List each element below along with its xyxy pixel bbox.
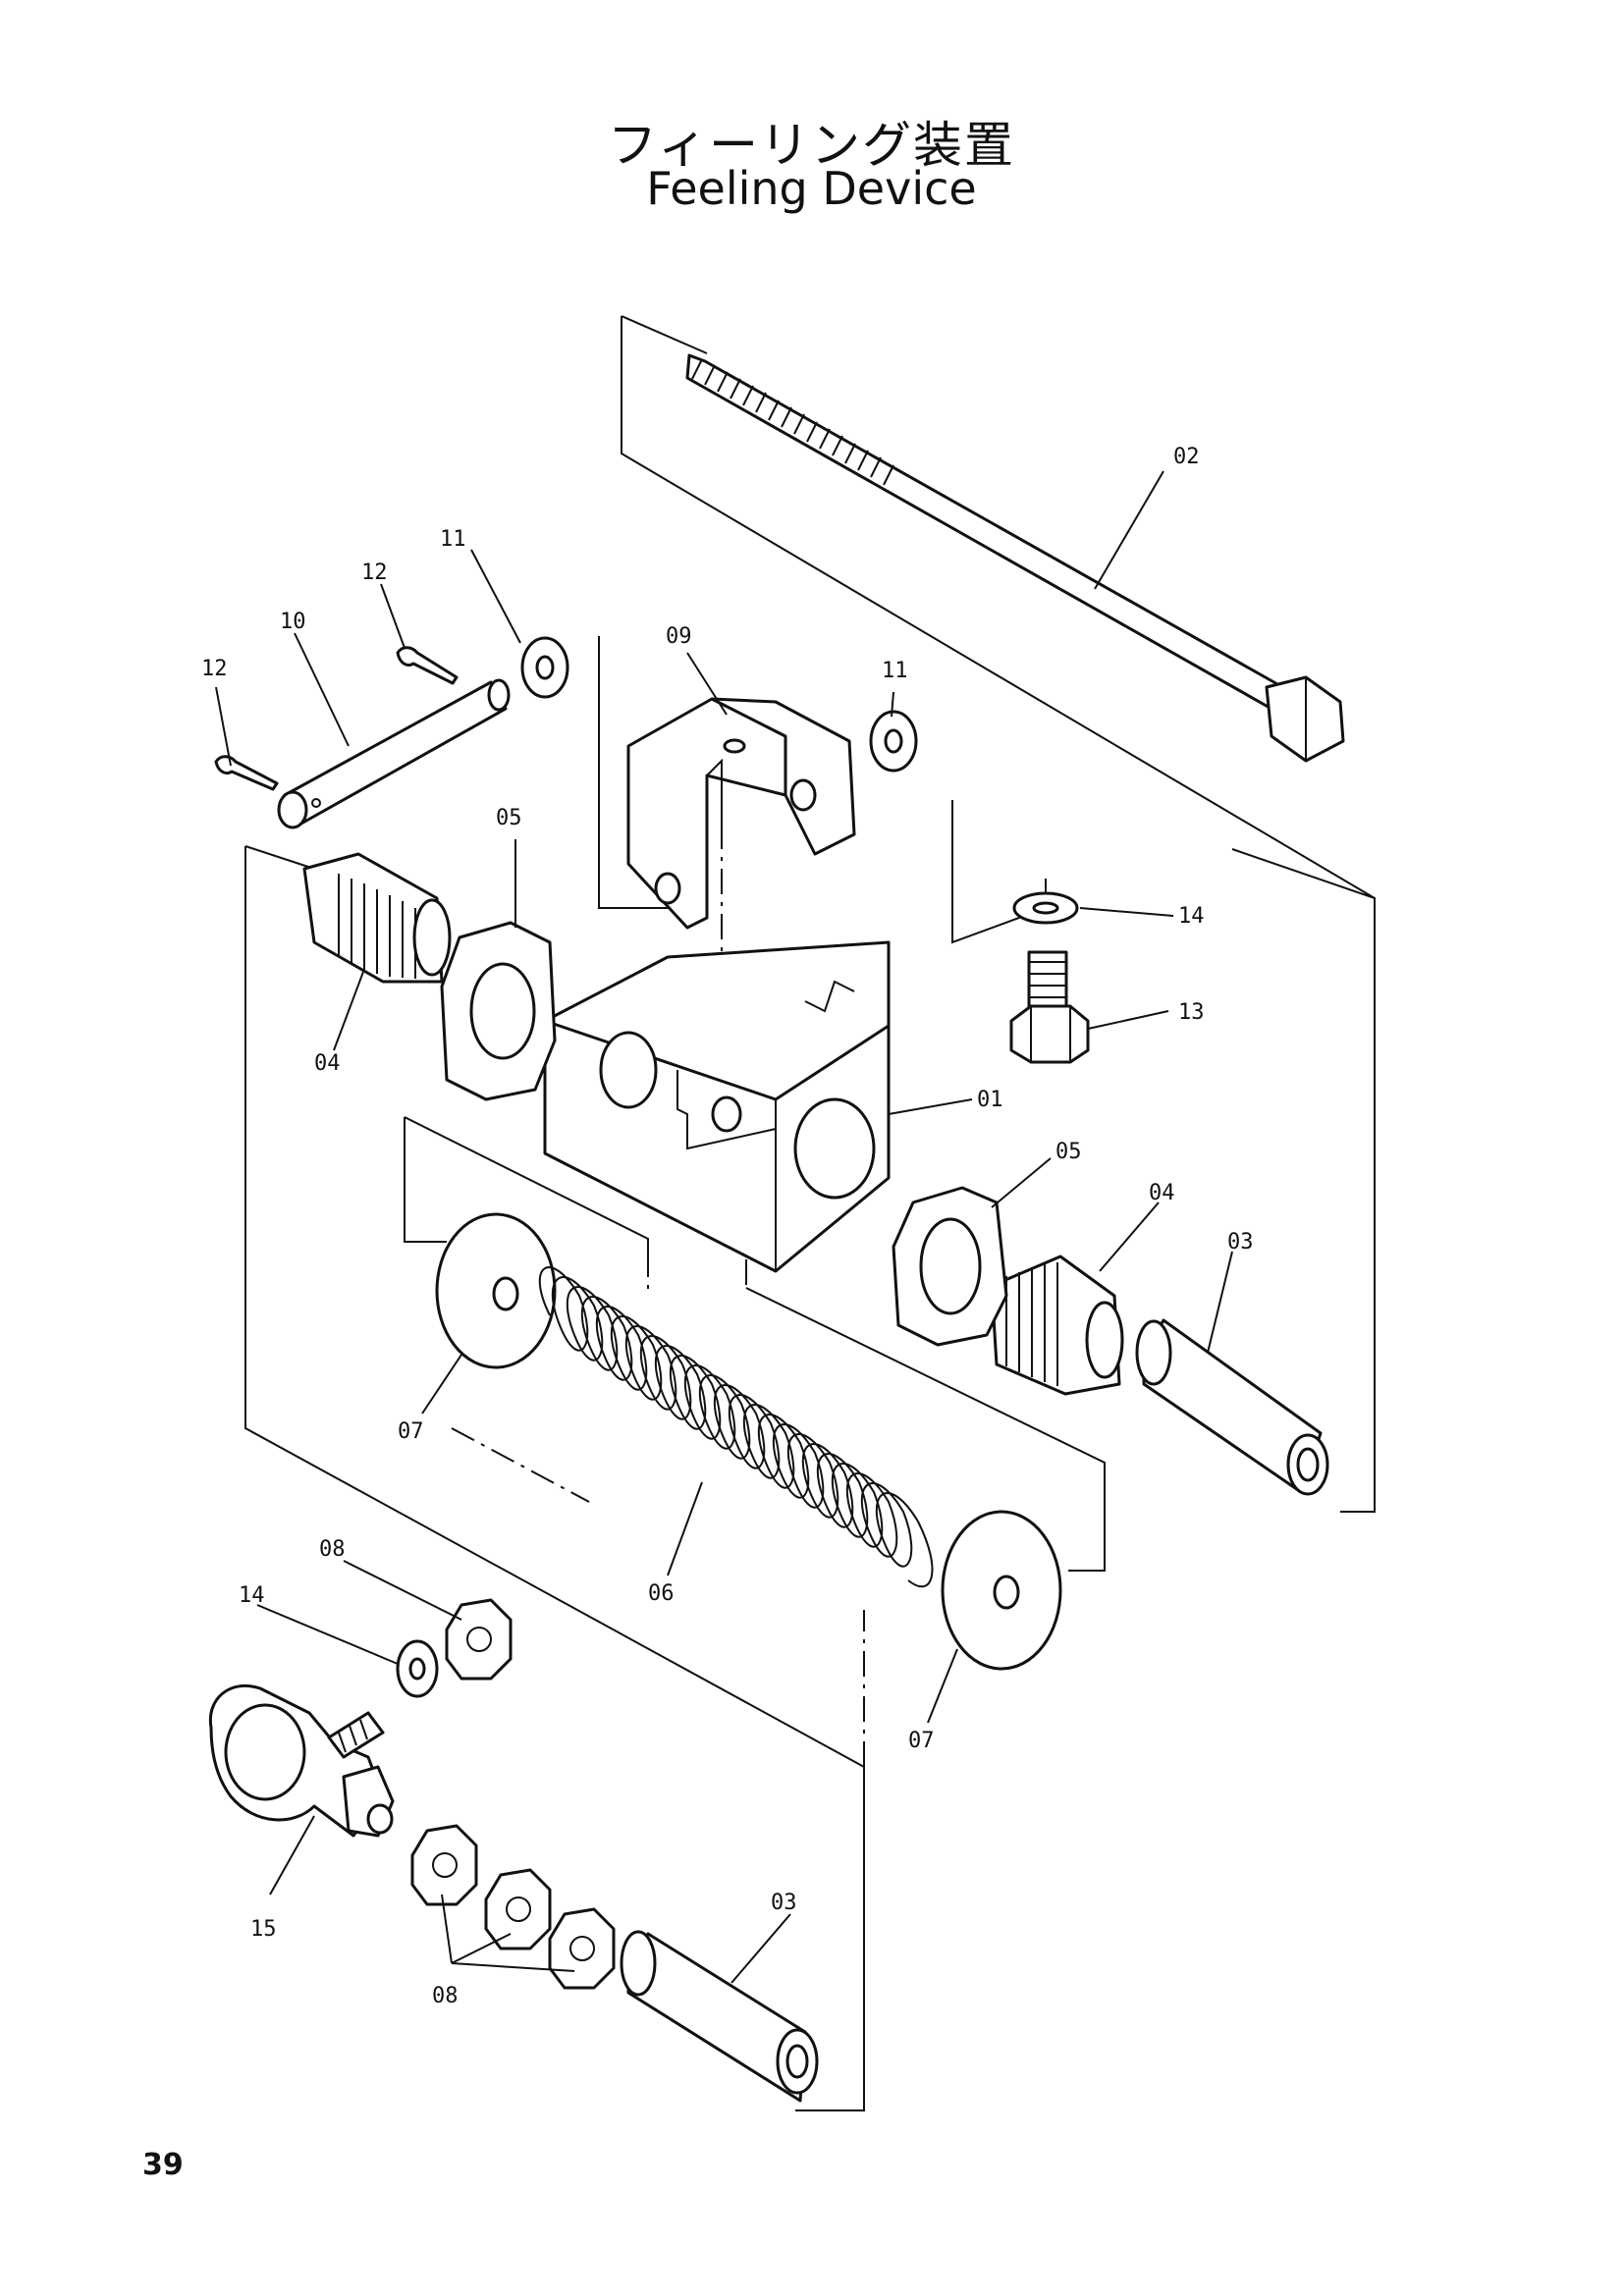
spring-seat-part-07-lower	[941, 1510, 1062, 1671]
callout-13: 13	[1178, 1000, 1205, 1025]
callout-14-upper: 14	[1178, 904, 1205, 929]
callout-11-left: 11	[440, 527, 466, 552]
assembly-frame-lines	[244, 315, 1376, 2111]
callout-05-right: 05	[1055, 1140, 1082, 1164]
bolt-part-13	[1009, 950, 1090, 1064]
callout-04-right: 04	[1149, 1181, 1175, 1205]
callout-14-lower: 14	[239, 1583, 265, 1608]
washer-part-11-right	[869, 710, 918, 773]
adjuster-thread-marks	[338, 874, 416, 979]
threaded-adjuster-part-04-right	[990, 1255, 1124, 1396]
cotter-pin-part-12-left	[214, 755, 279, 791]
title-japanese: フィーリング装置	[608, 117, 1015, 174]
callout-12-right: 12	[361, 561, 388, 585]
nut-part-08-c	[548, 1907, 616, 1990]
bolt-part-02	[685, 353, 1345, 763]
callout-leader-lines	[215, 470, 1233, 1984]
cotter-pin-part-12-right	[396, 646, 459, 685]
lock-washer-part-14-lower	[396, 1639, 439, 1698]
page-number: 39	[142, 2148, 184, 2182]
callout-08-upper: 08	[319, 1537, 346, 1562]
housing-part-01	[543, 940, 891, 1273]
callout-01: 01	[977, 1088, 1003, 1112]
title-english: Feeling Device	[646, 162, 977, 215]
hex-nut-part-05-right	[892, 1186, 1008, 1347]
callout-07-upper: 07	[398, 1419, 424, 1444]
callout-03-upper: 03	[1227, 1230, 1254, 1255]
callout-07-lower: 07	[908, 1729, 935, 1753]
callout-15: 15	[250, 1917, 277, 1942]
nut-part-08-b	[484, 1868, 552, 1950]
coil-spring-part-06	[538, 1266, 934, 1588]
pin-part-10	[277, 678, 511, 829]
spring-seat-part-07-upper	[435, 1212, 557, 1369]
callout-06: 06	[648, 1581, 675, 1606]
nut-part-08-a	[410, 1824, 478, 1906]
rod-end-part-15	[208, 1683, 395, 1838]
hex-nut-part-05-left	[440, 921, 557, 1101]
callout-09: 09	[666, 624, 692, 649]
sleeve-part-03-lower	[620, 1930, 819, 2103]
callout-10: 10	[280, 610, 306, 634]
callout-03-lower: 03	[771, 1891, 797, 1915]
bolt-thread-marks	[691, 358, 894, 486]
callout-12-left: 12	[201, 657, 228, 681]
nut-part-08-upper	[445, 1598, 513, 1681]
lock-washer-part-14-upper	[1012, 891, 1079, 925]
washer-part-11-left	[520, 636, 569, 699]
callout-04-left: 04	[314, 1051, 341, 1076]
callout-08-lower: 08	[432, 1984, 459, 2008]
adjuster-thread-marks-right	[1005, 1262, 1058, 1386]
callout-11-right: 11	[882, 659, 908, 683]
callout-05-left: 05	[496, 806, 522, 830]
bracket-part-09	[626, 697, 856, 930]
callout-02: 02	[1173, 445, 1200, 469]
threaded-adjuster-part-04-left	[302, 852, 452, 984]
callout-labels: 02 11 12 10 12 09 11 05 04 14 13 01 05 0…	[201, 445, 1254, 2008]
sleeve-part-03-upper	[1135, 1318, 1329, 1496]
